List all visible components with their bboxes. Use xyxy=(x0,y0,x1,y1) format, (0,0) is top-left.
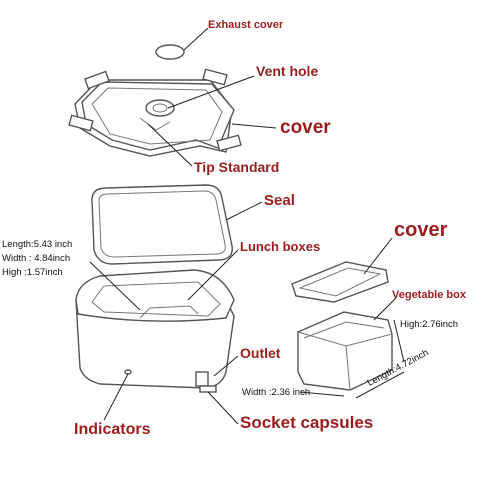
label-exhaust-cover: Exhaust cover xyxy=(208,19,284,31)
label-seal: Seal xyxy=(264,192,295,209)
vegetable-box-part xyxy=(297,311,393,391)
label-tip-standard: Tip Standard xyxy=(194,159,280,175)
dim-lunch-high: High :1.57inch xyxy=(2,267,63,278)
label-cover-right: cover xyxy=(394,219,448,241)
leader-exhaust xyxy=(183,27,209,51)
leader-lunch xyxy=(187,249,239,301)
seal-part xyxy=(91,184,233,265)
dim-veg-width: Width :2.36 inch xyxy=(242,387,311,398)
dim-lunch-length: Length:5.43 inch xyxy=(2,239,73,250)
leader-outlet xyxy=(213,355,239,377)
label-indicators: Indicators xyxy=(74,421,151,438)
leader-socket xyxy=(207,391,239,425)
leader-dims-left xyxy=(89,261,141,311)
leader-indicators xyxy=(103,373,129,421)
vegetable-cover-part xyxy=(291,261,389,303)
label-lunch-boxes: Lunch boxes xyxy=(240,239,321,254)
leader-seal xyxy=(225,201,263,221)
top-cover-part xyxy=(68,68,242,157)
leader-veg xyxy=(373,297,397,321)
exhaust-cover-part xyxy=(155,44,185,60)
dim-width-line xyxy=(299,391,345,397)
leader-cover xyxy=(231,123,277,129)
lunch-box-part xyxy=(75,269,235,393)
dim-high-line xyxy=(393,319,405,363)
dim-length-line xyxy=(355,371,405,399)
label-socket-capsules: Socket capsules xyxy=(240,413,374,432)
leader-vent xyxy=(167,75,255,109)
leader-cover-right xyxy=(363,237,393,275)
label-cover-top: cover xyxy=(280,117,331,138)
dim-lunch-width: Width : 4.84inch xyxy=(2,253,71,264)
label-vegetable-box: Vegetable box xyxy=(392,289,466,301)
dim-veg-high: High:2.76inch xyxy=(400,319,459,330)
label-vent-hole: Vent hole xyxy=(256,63,319,79)
label-outlet: Outlet xyxy=(240,345,281,361)
leader-tip xyxy=(147,123,193,167)
